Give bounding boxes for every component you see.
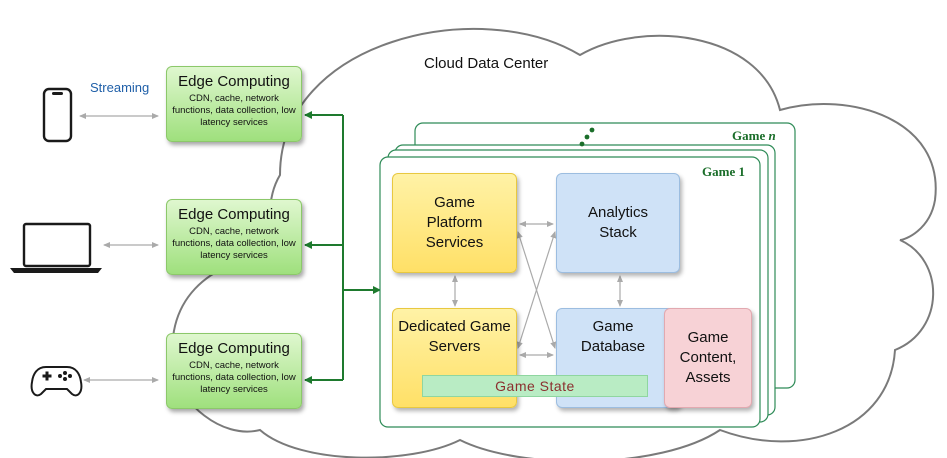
cloud-title: Cloud Data Center [424, 55, 549, 72]
game-state-bar: Game State [422, 375, 648, 397]
analytics-stack-box: Analytics Stack [556, 173, 680, 273]
gamepad-icon [30, 366, 83, 397]
edge-computing-box-3: Edge Computing CDN, cache, network funct… [166, 333, 302, 409]
edge-title: Edge Computing [178, 340, 290, 357]
edge-description: CDN, cache, network functions, data coll… [172, 226, 296, 261]
game-platform-services-label: Game Platform Services [425, 194, 484, 251]
game-n-suffix: n [768, 128, 776, 143]
edge-title: Edge Computing [178, 73, 290, 90]
edge-connectors [304, 111, 381, 384]
phone-icon [42, 87, 73, 143]
edge-computing-box-2: Edge Computing CDN, cache, network funct… [166, 199, 302, 275]
game-content-assets-box: Game Content, Assets [664, 308, 752, 408]
game-n-prefix: Game [732, 128, 769, 143]
dedicated-game-servers-label: Dedicated Game Servers [398, 318, 511, 355]
game-n-label: Game n [732, 128, 776, 144]
dedicated-analytics-arrow [516, 231, 557, 349]
game-1-label: Game 1 [702, 164, 745, 179]
edge-title: Edge Computing [178, 206, 290, 223]
game-database-label: Game Database [580, 318, 646, 355]
game-platform-services-box: Game Platform Services [392, 173, 517, 273]
edge-description: CDN, cache, network functions, data coll… [172, 360, 296, 395]
game-content-assets-label: Game Content, Assets [679, 329, 737, 386]
analytics-stack-label: Analytics Stack [587, 204, 649, 241]
streaming-label: Streaming [90, 80, 150, 95]
game-state-label: Game State [495, 378, 575, 394]
more-games-ellipsis [579, 127, 595, 147]
laptop-icon [10, 222, 102, 273]
edge-description: CDN, cache, network functions, data coll… [172, 93, 296, 128]
edge-computing-box-1: Edge Computing CDN, cache, network funct… [166, 66, 302, 142]
